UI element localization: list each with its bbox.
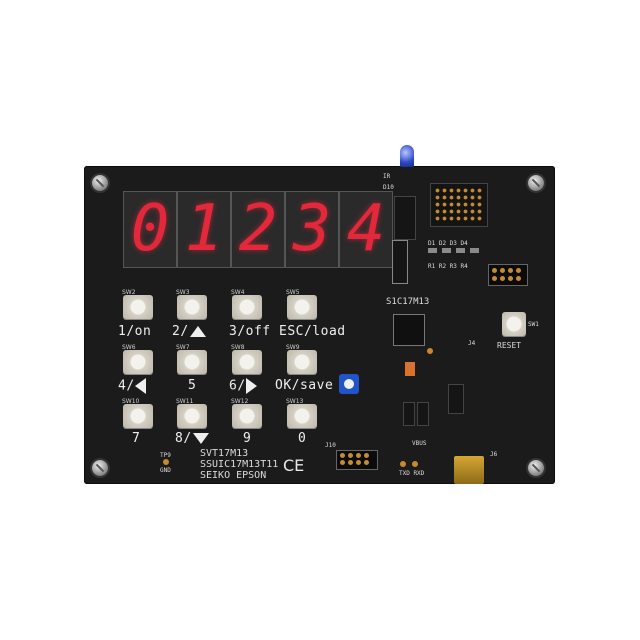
key-4[interactable] xyxy=(123,350,153,374)
key-esc[interactable] xyxy=(287,295,317,319)
regulator xyxy=(417,402,429,426)
smd-led xyxy=(442,248,451,253)
screw-icon xyxy=(92,175,108,191)
smd-led xyxy=(456,248,465,253)
display-digit: 0 xyxy=(123,191,177,268)
j10-label: J10 xyxy=(325,442,336,449)
switch-label: SW10 xyxy=(122,398,140,405)
key-3-label: 3/off xyxy=(229,324,271,339)
ir-label: IR xyxy=(383,173,391,180)
display-digit: 1 xyxy=(177,191,231,268)
switch-label: SW9 xyxy=(286,344,300,351)
connector-strip xyxy=(392,240,408,284)
mcu-chip xyxy=(393,314,425,346)
test-pad xyxy=(412,461,418,467)
down-arrow-icon xyxy=(192,433,209,444)
smd-led xyxy=(470,248,479,253)
key-6[interactable] xyxy=(232,350,262,374)
led-icon xyxy=(400,145,414,167)
d10-label: D10 xyxy=(383,184,394,191)
switch-label: SW13 xyxy=(286,398,304,405)
key-9-label: 9 xyxy=(243,431,252,446)
switch-label: SW7 xyxy=(176,344,190,351)
key-ok[interactable] xyxy=(287,350,317,374)
display-digit: 4 xyxy=(339,191,393,268)
key-1-label: 1/on xyxy=(118,324,152,339)
key-esc-label: ESC/load xyxy=(279,324,346,339)
smd-led xyxy=(428,248,437,253)
key-4-label: 4/ xyxy=(118,378,146,394)
display-digit: 2 xyxy=(231,191,285,268)
key-0-label: 0 xyxy=(298,431,307,446)
switch-label: SW6 xyxy=(122,344,136,351)
key-ok-label: OK/save xyxy=(275,378,334,393)
txd-rxd-label: TXD RXD xyxy=(399,470,425,477)
proto-holes xyxy=(434,187,484,223)
j4-label: J4 xyxy=(468,340,476,347)
capacitor xyxy=(405,362,415,376)
led-row-label: D1 D2 D3 D4 xyxy=(428,240,468,247)
part-number-label: SSUIC17M13T11 xyxy=(200,459,279,470)
key-2-label: 2/ xyxy=(172,324,206,339)
screw-icon xyxy=(92,460,108,476)
key-0[interactable] xyxy=(287,404,317,428)
vbus-label: VBUS xyxy=(412,440,427,447)
usb-connector-icon[interactable] xyxy=(454,456,484,484)
key-7-label: 7 xyxy=(132,431,141,446)
tp9-label: TP9 xyxy=(160,452,171,459)
key-5-label: 5 xyxy=(188,378,197,393)
left-arrow-icon xyxy=(134,378,146,394)
resistor-array xyxy=(394,196,416,240)
screw-icon xyxy=(528,175,544,191)
key-5[interactable] xyxy=(177,350,207,374)
gnd-label: GND xyxy=(160,467,171,474)
test-pad xyxy=(427,348,433,354)
j6-label: J6 xyxy=(490,451,498,458)
switch-label: SW8 xyxy=(231,344,245,351)
test-pad xyxy=(400,461,406,467)
reset-label: RESET xyxy=(497,341,522,350)
product-label: SVT17M13 xyxy=(200,448,249,459)
switch-label: SW12 xyxy=(231,398,249,405)
ce-mark: CE xyxy=(283,456,305,475)
test-pad xyxy=(163,459,169,465)
switch-label: SW11 xyxy=(176,398,194,405)
sw1-label: SW1 xyxy=(528,321,539,328)
switch-label: SW2 xyxy=(122,289,136,296)
up-arrow-icon xyxy=(189,326,206,337)
key-1[interactable] xyxy=(123,295,153,319)
right-arrow-icon xyxy=(245,378,257,394)
switch-label: SW5 xyxy=(286,289,300,296)
switch-label: SW4 xyxy=(231,289,245,296)
usb-bridge-chip xyxy=(448,384,464,414)
key-8-label: 8/ xyxy=(175,431,209,446)
key-8[interactable] xyxy=(177,404,207,428)
key-6-label: 6/ xyxy=(229,378,257,394)
mcu-label: S1C17M13 xyxy=(386,297,430,307)
key-9[interactable] xyxy=(232,404,262,428)
switch-label: SW3 xyxy=(176,289,190,296)
potentiometer-icon[interactable] xyxy=(339,374,359,394)
reset-button[interactable] xyxy=(502,312,526,336)
maker-label: SEIKO EPSON xyxy=(200,470,267,481)
screw-icon xyxy=(528,460,544,476)
regulator xyxy=(403,402,415,426)
resistor-row-label: R1 R2 R3 R4 xyxy=(428,263,468,270)
key-3[interactable] xyxy=(232,295,262,319)
key-7[interactable] xyxy=(123,404,153,428)
key-2[interactable] xyxy=(177,295,207,319)
display-digit: 3 xyxy=(285,191,339,268)
